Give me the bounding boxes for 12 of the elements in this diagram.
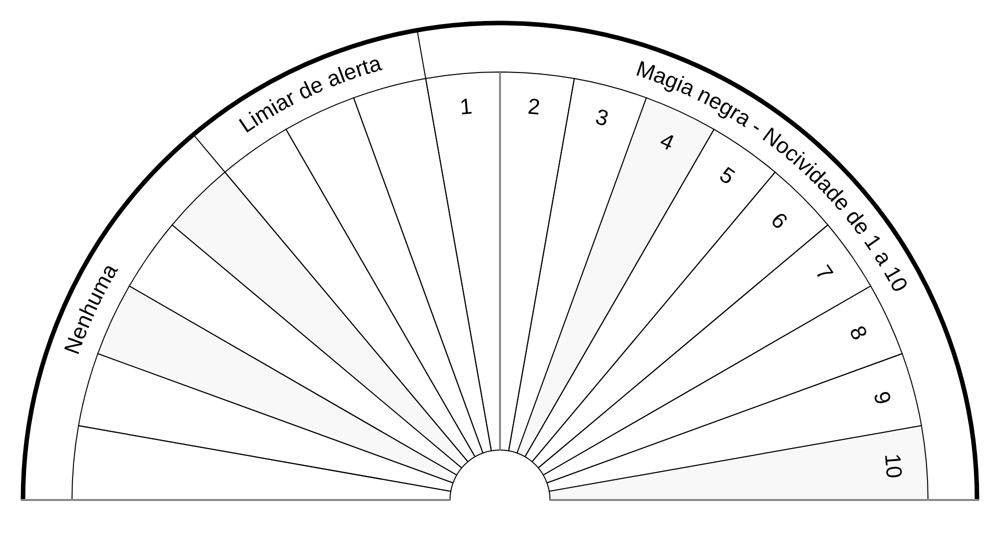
chart-sector [424,71,501,452]
sector-number: 5 [715,164,738,189]
sector-number: 1 [458,95,473,118]
sector-number: 8 [845,322,871,344]
chart-sector [548,424,929,501]
sector-number: 3 [593,106,611,131]
sector-number: 7 [811,262,836,285]
sector-number: 2 [527,95,542,118]
sector-number: 10 [881,452,906,479]
chart-sector [171,171,469,469]
sector-number: 4 [656,129,678,155]
sector-number: 9 [869,389,894,407]
